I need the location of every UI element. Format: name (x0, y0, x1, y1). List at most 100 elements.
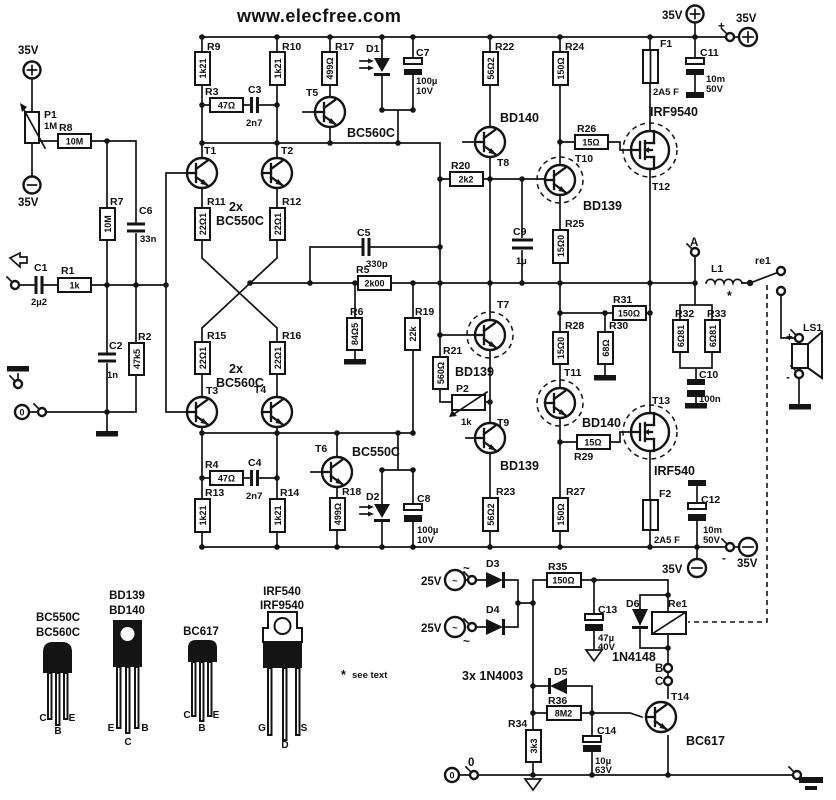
svg-text:R20: R20 (451, 160, 470, 172)
label-plus: + (718, 21, 725, 33)
svg-text:100µ: 100µ (416, 76, 437, 87)
svg-text:IRF9540: IRF9540 (650, 105, 698, 119)
relay-coil-Re1 (650, 610, 688, 636)
label-tilde: ~ (463, 563, 470, 575)
ground-triangle (524, 778, 542, 791)
resistor-R33 (704, 319, 721, 353)
svg-text:56Ω2: 56Ω2 (486, 503, 496, 525)
diode-D6 (632, 609, 648, 629)
svg-text:P1: P1 (44, 109, 57, 121)
svg-text:BD139: BD139 (455, 365, 494, 379)
supply-minus-left (22, 175, 42, 195)
svg-text:C13: C13 (598, 604, 617, 616)
speaker-LS1 (789, 329, 823, 410)
svg-text:15Ω0: 15Ω0 (556, 337, 566, 359)
capacitor-C12 (687, 480, 707, 521)
svg-text:R26: R26 (577, 123, 596, 135)
svg-text:R10: R10 (282, 41, 301, 53)
transistor-T11 (536, 379, 584, 427)
shield-terminal (8, 374, 24, 390)
package-to92-bc617: BC617 CBE (183, 626, 220, 734)
svg-text:T6: T6 (315, 443, 327, 455)
svg-text:R1: R1 (61, 265, 75, 277)
transistor-T8 (473, 125, 507, 159)
svg-text:2µ2: 2µ2 (31, 297, 47, 308)
svg-text:47Ω: 47Ω (218, 101, 235, 111)
svg-text:T8: T8 (497, 157, 509, 169)
svg-text:R29: R29 (574, 451, 593, 463)
resistor-R29 (576, 434, 611, 450)
resistor-R20 (449, 171, 484, 187)
svg-text:R11: R11 (207, 196, 226, 208)
svg-text:C: C (39, 713, 46, 724)
diode-D3 (486, 572, 505, 588)
svg-text:10V: 10V (416, 86, 434, 97)
transistor-T5 (313, 95, 347, 129)
input-terminal (5, 275, 21, 291)
resistor-R19 (404, 317, 421, 351)
label-35v: 35V (737, 558, 758, 570)
svg-text:R6: R6 (350, 306, 364, 318)
svg-text:10M: 10M (103, 215, 113, 233)
label-node-a: A (690, 237, 698, 249)
svg-text:150Ω: 150Ω (552, 576, 574, 586)
svg-text:S: S (301, 723, 308, 734)
svg-text:1µ: 1µ (516, 256, 527, 267)
note-star: * (341, 668, 346, 682)
svg-text:B: B (141, 723, 148, 734)
svg-text:BC550C: BC550C (352, 445, 400, 459)
capacitor-C7 (403, 57, 423, 75)
svg-text:R30: R30 (609, 320, 628, 332)
svg-text:R21: R21 (443, 345, 462, 357)
svg-text:BC617: BC617 (183, 626, 219, 638)
resistor-R4 (209, 470, 244, 486)
svg-text:499Ω: 499Ω (333, 503, 343, 525)
potentiometer-P2 (449, 390, 489, 417)
svg-text:LS1: LS1 (803, 322, 822, 334)
relay-link-dashed (688, 285, 768, 623)
svg-text:R15: R15 (207, 330, 226, 342)
transistor-T4 (260, 395, 294, 429)
svg-text:1k: 1k (461, 417, 472, 428)
capacitor-C1 (34, 276, 44, 294)
svg-text:R8: R8 (59, 122, 73, 134)
svg-text:BD139: BD139 (500, 459, 539, 473)
resistor-R13 (194, 498, 211, 533)
psu-gnd-terminal (787, 765, 803, 781)
svg-text:1k21: 1k21 (198, 505, 208, 525)
svg-text:T12: T12 (652, 181, 670, 193)
svg-text:2k2: 2k2 (458, 175, 473, 185)
svg-text:T10: T10 (575, 153, 593, 165)
resistor-R9 (194, 51, 211, 86)
svg-text:T9: T9 (497, 417, 509, 429)
svg-text:10M: 10M (66, 137, 84, 147)
svg-text:E: E (69, 713, 76, 724)
label-minus: - (722, 553, 726, 565)
resistor-R22 (482, 51, 499, 86)
resistor-R5 (357, 275, 392, 291)
svg-text:33n: 33n (140, 234, 157, 245)
supply-minus-terminal-circle (737, 536, 759, 558)
site-title: www.elecfree.com (236, 6, 401, 26)
svg-text:E: E (213, 710, 220, 721)
svg-text:150Ω: 150Ω (556, 57, 566, 79)
resistor-R30 (597, 331, 614, 365)
potentiometer-P1 (20, 103, 47, 150)
svg-text:560Ω: 560Ω (436, 362, 446, 384)
svg-text:R34: R34 (508, 718, 527, 730)
svg-text:R4: R4 (205, 459, 219, 471)
svg-text:8M2: 8M2 (555, 709, 573, 719)
svg-text:68Ω: 68Ω (601, 339, 611, 356)
svg-text:499Ω: 499Ω (325, 57, 335, 79)
svg-text:50V: 50V (706, 84, 724, 95)
svg-text:100n: 100n (699, 394, 721, 405)
svg-text:15Ω0: 15Ω0 (556, 235, 566, 257)
svg-text:15Ω: 15Ω (582, 138, 599, 148)
resistor-R23 (482, 497, 499, 532)
svg-text:47Ω: 47Ω (218, 474, 235, 484)
capacitor-C6 (127, 222, 145, 233)
svg-text:D: D (281, 740, 288, 751)
